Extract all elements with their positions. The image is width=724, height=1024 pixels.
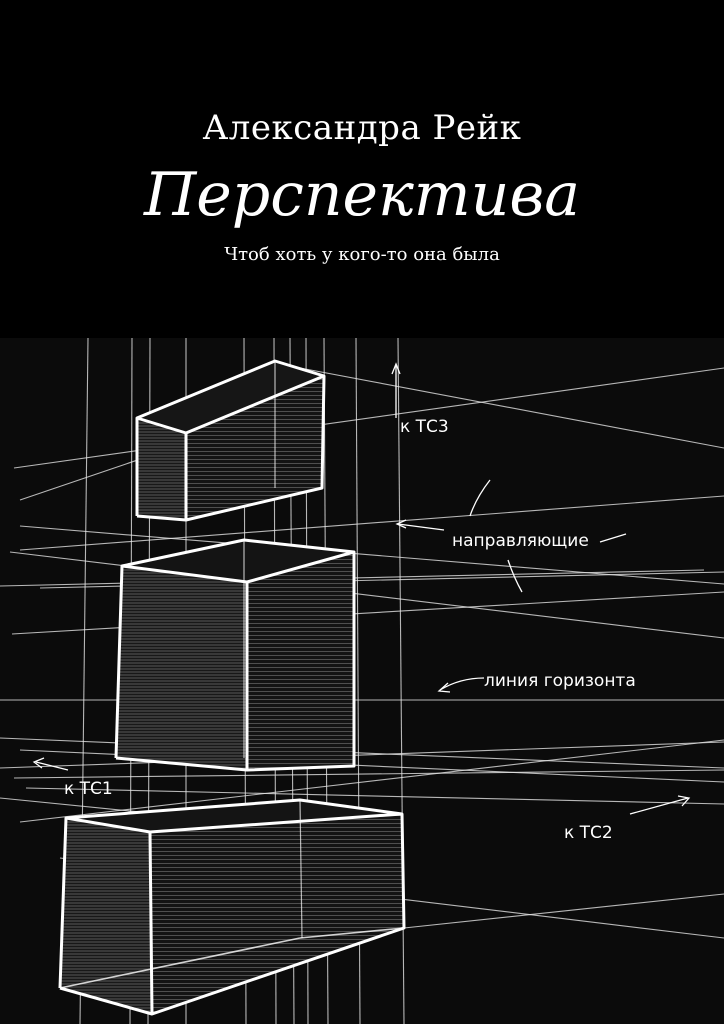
author-name: Александра Рейк xyxy=(202,108,522,148)
top-box xyxy=(135,359,326,522)
perspective-illustration: к ТС3 направляющие линия горизонта к ТС1… xyxy=(0,338,724,1024)
book-subtitle: Чтоб хоть у кого-то она была xyxy=(224,244,500,265)
middle-box xyxy=(114,538,356,772)
horizon-arrow-icon xyxy=(439,677,485,691)
bottom-box xyxy=(58,798,406,1016)
label-guides: направляющие xyxy=(452,531,589,551)
vp1-arrow-icon xyxy=(35,761,69,771)
cover-header: Александра Рейк Перспектива Чтоб хоть у … xyxy=(0,0,724,338)
arrow-up-head-icon xyxy=(391,362,401,375)
guide-arrow-left-icon xyxy=(397,523,445,531)
label-horizon: линия горизонта xyxy=(484,671,636,691)
guide-arrow-down-icon xyxy=(507,559,523,593)
guide-arrow-right-icon xyxy=(599,533,627,543)
label-vp3: к ТС3 xyxy=(400,417,449,437)
vp2-arrow-head-icon xyxy=(677,795,691,807)
annotation-arrows xyxy=(32,362,691,815)
perspective-sketch: к ТС3 направляющие линия горизонта к ТС1… xyxy=(0,338,724,1024)
book-title: Перспектива xyxy=(143,160,581,230)
vp2-arrow-icon xyxy=(629,797,689,815)
vp1-arrow-head-icon xyxy=(32,757,45,769)
label-vp2: к ТС2 xyxy=(564,823,613,843)
guide-arrow-up-icon xyxy=(469,479,491,517)
guide-arrow-left-head-icon xyxy=(395,519,407,529)
horizon-arrow-head-icon xyxy=(437,682,451,693)
label-vp1: к ТС1 xyxy=(64,779,113,799)
